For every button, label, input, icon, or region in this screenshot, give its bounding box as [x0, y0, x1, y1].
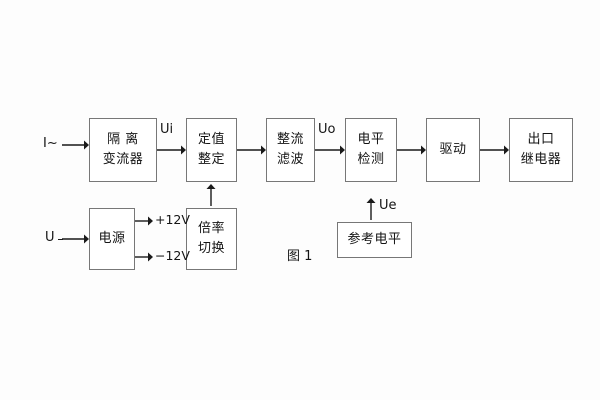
block-power-supply-line1: 电源	[98, 230, 126, 246]
block-output-relay-line1: 出口	[527, 131, 555, 147]
block-multiplier-switch: 倍率 切换	[186, 208, 237, 270]
block-rectifier-filter: 整流 滤波	[266, 118, 315, 182]
block-isolation-transformer: 隔 离 变流器	[89, 118, 157, 182]
label-uo: Uo	[318, 122, 336, 137]
block-drive-line1: 驱动	[439, 141, 467, 157]
block-multiplier-switch-line1: 倍率	[197, 220, 225, 236]
label-supply-positive: +12V	[155, 212, 190, 227]
block-setting-value-line1: 定值	[197, 131, 225, 147]
voltage-input-lead	[58, 239, 63, 240]
block-rectifier-filter-line1: 整流	[276, 131, 304, 147]
block-output-relay: 出口 继电器	[509, 118, 573, 182]
block-multiplier-switch-line2: 切换	[197, 241, 225, 256]
block-reference-level: 参考电平	[337, 222, 412, 258]
block-output-relay-line2: 继电器	[520, 152, 562, 167]
block-setting-value: 定值 整定	[186, 118, 237, 182]
block-level-detection-line2: 检测	[357, 152, 385, 167]
block-reference-level-line1: 参考电平	[347, 231, 402, 247]
block-level-detection-line1: 电平	[357, 131, 385, 147]
block-isolation-transformer-line1: 隔 离	[107, 131, 139, 147]
label-voltage-input: U	[45, 230, 55, 245]
block-power-supply: 电源	[89, 208, 135, 270]
block-level-detection: 电平 检测	[345, 118, 397, 182]
block-isolation-transformer-line2: 变流器	[102, 152, 144, 167]
block-rectifier-filter-line2: 滤波	[276, 152, 304, 167]
block-drive: 驱动	[426, 118, 480, 182]
label-ui: Ui	[160, 122, 174, 137]
figure-caption: 图 1	[287, 249, 313, 264]
block-setting-value-line2: 整定	[197, 152, 225, 167]
label-current-input: I~	[43, 136, 58, 151]
label-supply-negative: −12V	[155, 248, 190, 263]
label-ue: Ue	[379, 198, 397, 213]
